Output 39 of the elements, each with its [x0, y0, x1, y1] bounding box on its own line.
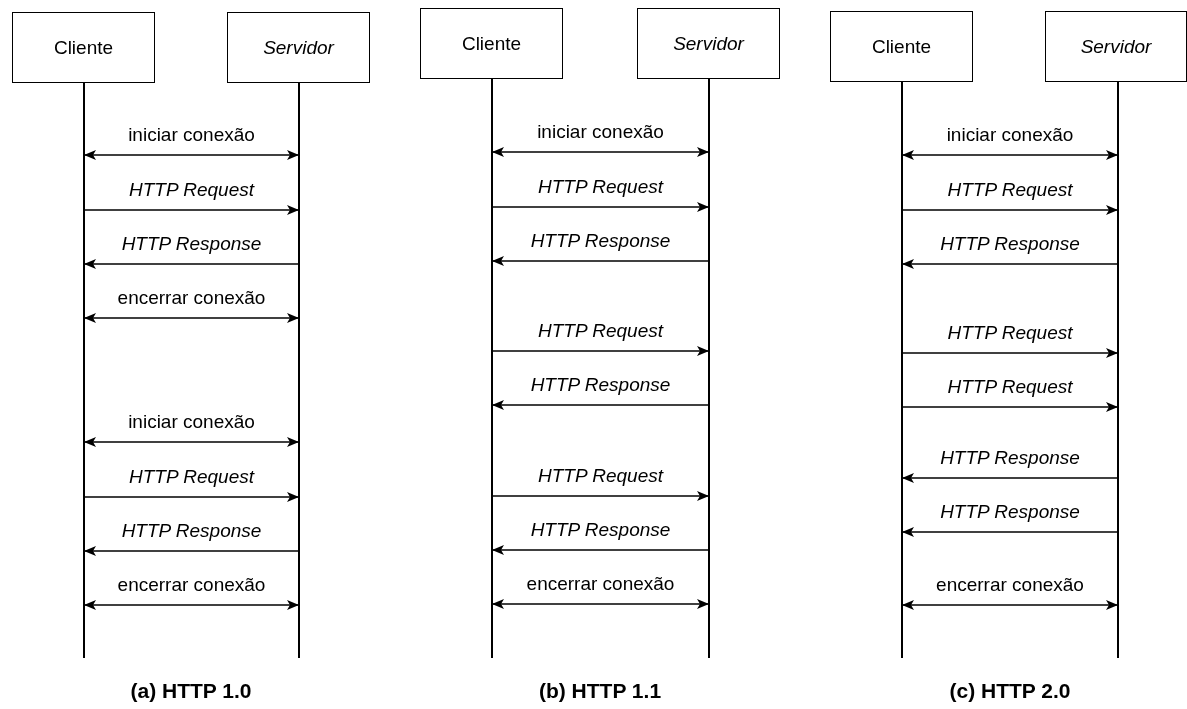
lifeline — [708, 79, 710, 658]
lifeline — [1117, 82, 1119, 658]
arrow — [84, 600, 299, 610]
arrow — [902, 600, 1118, 610]
arrow — [492, 599, 709, 609]
arrow — [492, 346, 709, 356]
participant-box: Cliente — [12, 12, 155, 83]
arrow — [84, 313, 299, 323]
arrow — [84, 546, 299, 556]
arrow — [492, 256, 709, 266]
lifeline — [491, 79, 493, 658]
arrow — [902, 402, 1118, 412]
arrow — [492, 147, 709, 157]
lifeline — [901, 82, 903, 658]
arrow — [84, 492, 299, 502]
participant-box: Servidor — [1045, 11, 1187, 82]
arrow — [902, 205, 1118, 215]
arrow — [492, 400, 709, 410]
arrow — [492, 491, 709, 501]
caption: (c) HTTP 2.0 — [949, 679, 1071, 703]
participant-box: Cliente — [420, 8, 563, 79]
arrow — [492, 202, 709, 212]
arrow — [902, 150, 1118, 160]
arrow — [492, 545, 709, 555]
arrow — [84, 259, 299, 269]
participant-box: Servidor — [637, 8, 780, 79]
lifeline — [298, 83, 300, 658]
participant-box: Cliente — [830, 11, 973, 82]
caption: (b) HTTP 1.1 — [538, 679, 662, 703]
participant-box: Servidor — [227, 12, 370, 83]
arrow — [84, 205, 299, 215]
arrow — [84, 150, 299, 160]
arrow — [902, 527, 1118, 537]
arrow — [84, 437, 299, 447]
arrow — [902, 259, 1118, 269]
arrow — [902, 473, 1118, 483]
arrow — [902, 348, 1118, 358]
lifeline — [83, 83, 85, 658]
caption: (a) HTTP 1.0 — [130, 679, 252, 703]
